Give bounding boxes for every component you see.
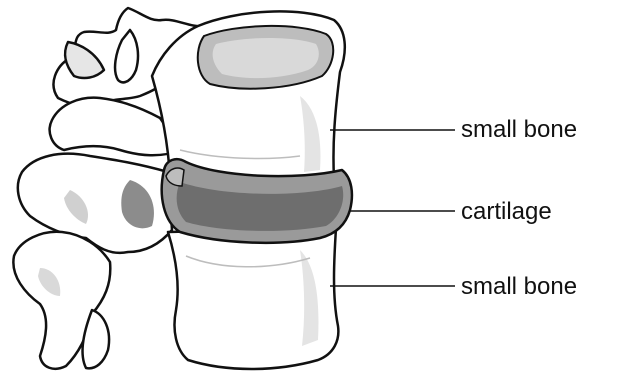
label-small-bone-top: small bone: [461, 116, 577, 144]
upper-vertebral-body: [152, 11, 345, 178]
lower-vertebral-body: [168, 228, 338, 369]
label-cartilage: cartilage: [461, 198, 552, 226]
label-small-bone-bottom: small bone: [461, 273, 577, 301]
